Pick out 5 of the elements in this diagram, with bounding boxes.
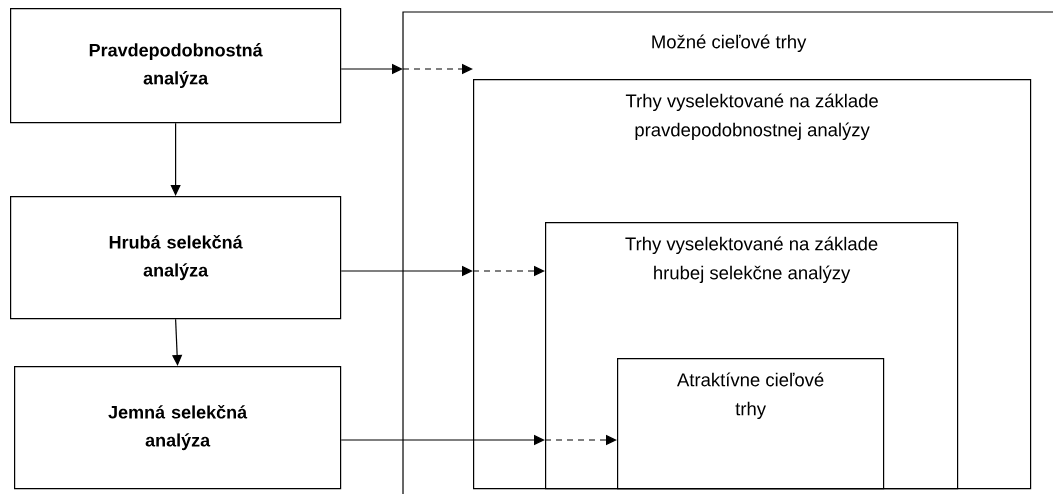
- arrow: [170, 122, 181, 196]
- process-box: Hrubá selekčná analýza: [10, 196, 342, 320]
- nested-box: Atraktívne cieľové trhy: [617, 358, 885, 490]
- process-box: Jemná selekčná analýza: [14, 366, 342, 490]
- process-box: Pravdepodobnostná analýza: [10, 8, 342, 124]
